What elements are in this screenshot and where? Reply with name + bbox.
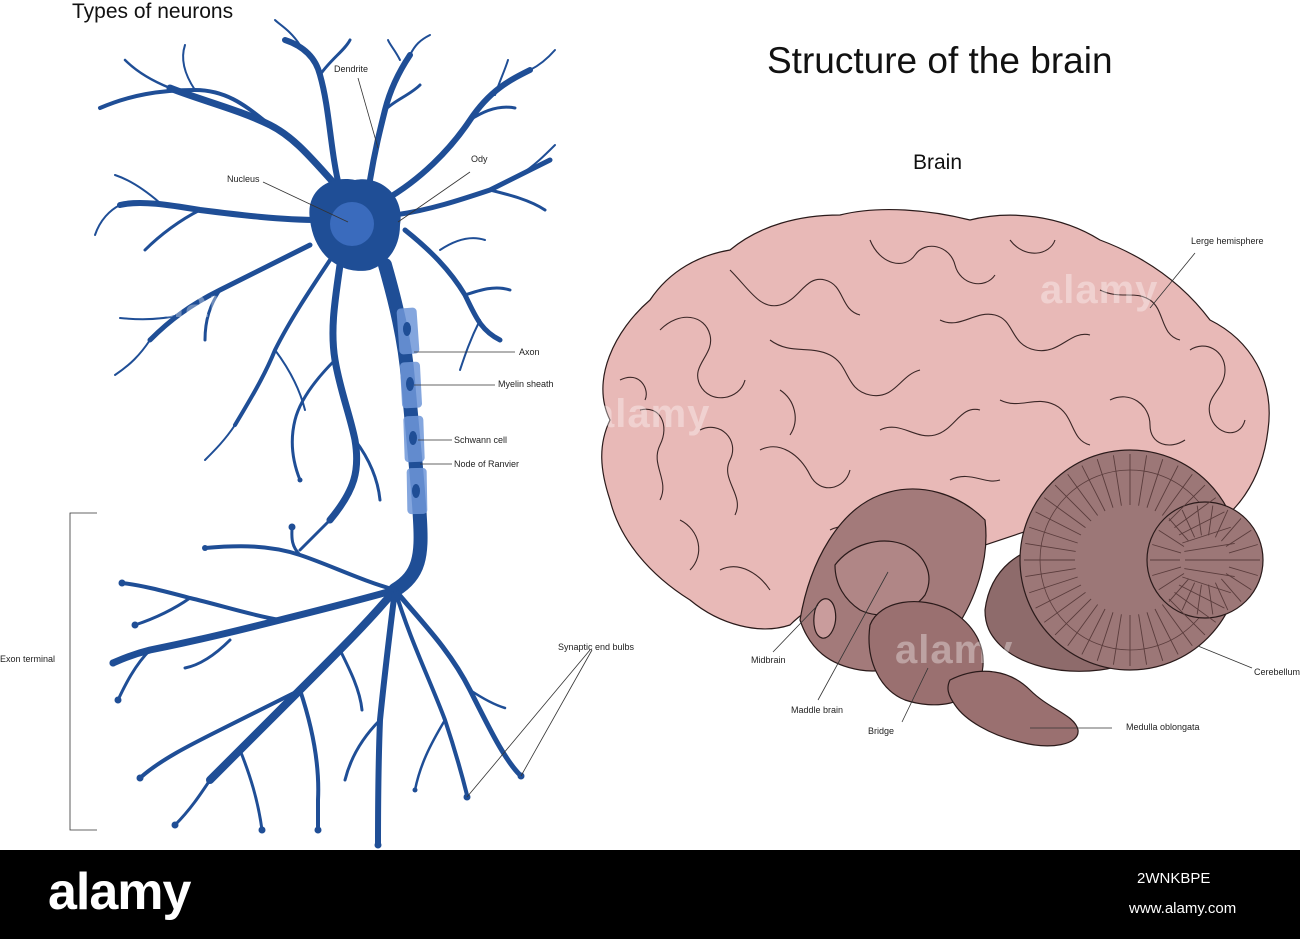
medulla-shape <box>947 670 1079 747</box>
label-midbrain: Midbrain <box>751 655 786 665</box>
watermark-text: alamy <box>150 282 269 326</box>
diagram-artwork <box>69 19 1270 849</box>
label-schwann-cell: Schwann cell <box>454 435 508 445</box>
watermark-text: alamy <box>895 628 1014 672</box>
label-bridge: Bridge <box>868 726 895 736</box>
midbrain-shape <box>834 540 930 616</box>
brain-leader-lines <box>772 252 1253 729</box>
brain-illustration <box>601 208 1270 747</box>
dendrites <box>94 19 556 461</box>
label-ody: Ody <box>471 154 488 164</box>
label-middle-brain: Maddle brain <box>791 705 844 715</box>
cerebrum-shape <box>601 208 1270 630</box>
label-axon: Axon <box>519 347 540 357</box>
label-nucleus: Nucleus <box>227 174 260 184</box>
label-medulla-oblongata: Medulla oblongata <box>1126 722 1200 732</box>
brain-subtitle: Brain <box>913 151 963 174</box>
diagram-canvas: alamy alamy alamy alamy Types of neurons… <box>0 0 1300 850</box>
image-id: 2WNKBPE <box>1137 870 1211 887</box>
myelin-sheath-segments <box>396 307 428 515</box>
label-dendrite: Dendrite <box>334 64 369 74</box>
label-large-hemisphere: Lerge hemisphere <box>1191 236 1264 246</box>
label-exon-terminal: Exon terminal <box>0 654 56 664</box>
label-synaptic-end-bulbs: Synaptic end bulbs <box>558 642 635 652</box>
axon-terminal-branches <box>109 525 523 848</box>
cortex-folds <box>619 239 1246 591</box>
label-cerebellum: Cerebellum <box>1254 667 1300 677</box>
main-title: Structure of the brain <box>767 40 1113 81</box>
watermark-text: alamy <box>592 392 711 436</box>
label-node-of-ranvier: Node of Ranvier <box>454 459 520 469</box>
label-myelin-sheath: Myelin sheath <box>498 379 554 389</box>
left-title: Types of neurons <box>72 0 234 23</box>
stock-footer-bar: alamy 2WNKBPE www.alamy.com <box>0 850 1300 939</box>
pineal-shape <box>813 598 837 639</box>
site-url: www.alamy.com <box>1129 900 1237 917</box>
nucleus-shape <box>330 202 374 246</box>
neuron-leader-lines <box>69 77 593 831</box>
cerebellum-folia <box>1024 454 1260 666</box>
neuron-illustration <box>94 19 556 849</box>
alamy-logo: alamy <box>48 863 191 921</box>
watermark-text: alamy <box>1040 268 1159 312</box>
